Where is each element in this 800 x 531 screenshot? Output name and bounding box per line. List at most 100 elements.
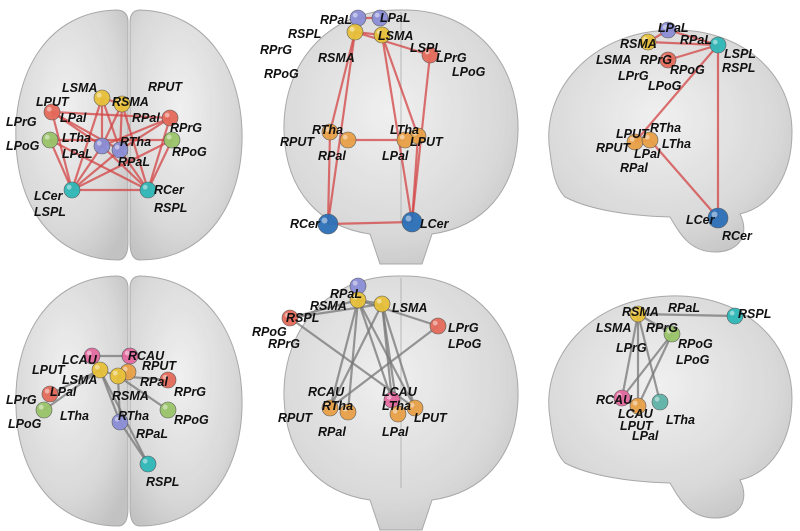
node-highlight-LPrG: [46, 106, 52, 112]
node-highlight-RPrG: [164, 112, 170, 118]
label-RPrG: RPrG: [260, 43, 292, 57]
node-LSMA: [373, 295, 391, 313]
label-LPoG: LPoG: [6, 139, 40, 153]
node-highlight-RCer: [321, 217, 328, 224]
edge-RPUT-RCer: [326, 131, 332, 225]
node-highlight-LPal: [644, 134, 650, 140]
node-highlight-RPoG: [162, 404, 168, 410]
label-LSMA: LSMA: [62, 373, 97, 387]
edge-LPrG-RPrG: [51, 110, 171, 120]
label-RPUT: RPUT: [142, 359, 177, 373]
node-LPal: [389, 405, 407, 423]
node-RCAU: [613, 389, 631, 407]
label-LTha: LTha: [60, 409, 89, 423]
node-highlight-LCer: [405, 215, 412, 222]
node-highlight-LPUT: [412, 130, 418, 136]
label-RSPL: RSPL: [288, 27, 321, 41]
edge-LPal-RCer: [649, 139, 719, 219]
label-LPoG: LPoG: [676, 353, 710, 367]
sagittal-outline: [548, 29, 793, 253]
label-LPoG: LPoG: [648, 79, 682, 93]
label-LPrG: LPrG: [448, 321, 479, 335]
node-highlight-RPUT: [324, 126, 330, 132]
node-LPrG: [41, 385, 59, 403]
axial-brain: [15, 9, 243, 261]
label-RCAU: RCAU: [128, 349, 165, 363]
node-highlight-RCer: [711, 211, 718, 218]
label-LPrG: LPrG: [618, 69, 649, 83]
label-LTha: LTha: [666, 413, 695, 427]
label-RPaL: RPaL: [668, 301, 700, 315]
node-LCer: [401, 211, 423, 233]
edge-RSMA-LPrG: [354, 30, 431, 57]
node-LPaL: [659, 21, 677, 39]
label-LTha: LTha: [390, 123, 419, 137]
label-LPoG: LPoG: [452, 65, 486, 79]
edge-RPrG-LPaL: [101, 116, 171, 148]
label-RCer: RCer: [290, 217, 321, 231]
node-RSPL: [139, 181, 157, 199]
left-hemisphere: [15, 9, 129, 261]
node-RSPL: [139, 455, 157, 473]
node-RPUT: [321, 123, 339, 141]
node-LPoG: [41, 131, 59, 149]
node-highlight-LPUT: [409, 402, 415, 408]
label-RPal: RPal: [620, 161, 648, 175]
node-LSPL: [709, 36, 727, 54]
edge-RSMA-LTha: [636, 313, 662, 403]
sagittal-outline: [548, 295, 793, 519]
node-RPUT: [321, 399, 339, 417]
edge-RPoG-LSPL: [71, 139, 173, 191]
edge-RSMA-LPUT: [357, 299, 416, 409]
label-RPal: RPal: [140, 375, 168, 389]
node-RPrG: [159, 371, 177, 389]
label-RCAU: RCAU: [596, 393, 633, 407]
label-RCer: RCer: [154, 183, 185, 197]
label-LCer: LCer: [420, 217, 450, 231]
right-hemisphere: [129, 9, 243, 261]
edge-RSMA-RSPL: [120, 103, 150, 191]
node-LSMA: [91, 361, 109, 379]
node-LTha: [651, 393, 669, 411]
sagittal-brain: [548, 29, 793, 253]
label-LPal: LPal: [50, 385, 77, 399]
node-highlight-LPaL: [662, 24, 668, 30]
label-RPaL: RPaL: [680, 33, 712, 47]
label-LPal: LPal: [634, 147, 661, 161]
node-LPrG: [43, 103, 61, 121]
node-RSMA: [349, 291, 367, 309]
edge-LPrG-LSPL: [50, 111, 74, 191]
node-highlight-LPal: [392, 408, 398, 414]
edge-RCer-LCer: [327, 220, 413, 226]
node-highlight-RPrG: [284, 312, 290, 318]
node-LPaL: [371, 9, 389, 27]
node-highlight-RSMA: [632, 308, 638, 314]
node-LPoG: [35, 401, 53, 419]
edge-RPrG-RSPL: [146, 117, 172, 191]
label-RSMA: RSMA: [112, 389, 149, 403]
label-RPUT: RPUT: [278, 411, 313, 425]
right-hemisphere: [129, 275, 243, 527]
label-LPaL: LPaL: [380, 11, 411, 25]
edge-LSMA-RPrG: [289, 302, 383, 320]
node-highlight-RSMA: [116, 98, 122, 104]
node-LCAU: [83, 347, 101, 365]
label-RSMA: RSMA: [318, 51, 355, 65]
edge-LSMA-LSPL: [647, 40, 719, 47]
node-highlight-RSMA: [352, 294, 358, 300]
node-LPaL: [93, 137, 111, 155]
node-highlight-RPaL: [114, 144, 120, 150]
label-RSPL: RSPL: [146, 475, 179, 489]
node-LCAU: [383, 391, 401, 409]
node-RPrG: [281, 309, 299, 327]
label-RTha: RTha: [312, 123, 343, 137]
node-highlight-RPoG: [666, 328, 672, 334]
label-RTha: RTha: [118, 409, 149, 423]
edge-LSMA-LPUT: [380, 34, 420, 137]
edge-LSMA-RPaL: [100, 97, 122, 151]
node-highlight-LSMA: [94, 364, 100, 370]
edge-LSMA-LPoG: [43, 369, 101, 411]
label-RTha: RTha: [650, 121, 681, 135]
node-highlight-LPoG: [38, 404, 44, 410]
